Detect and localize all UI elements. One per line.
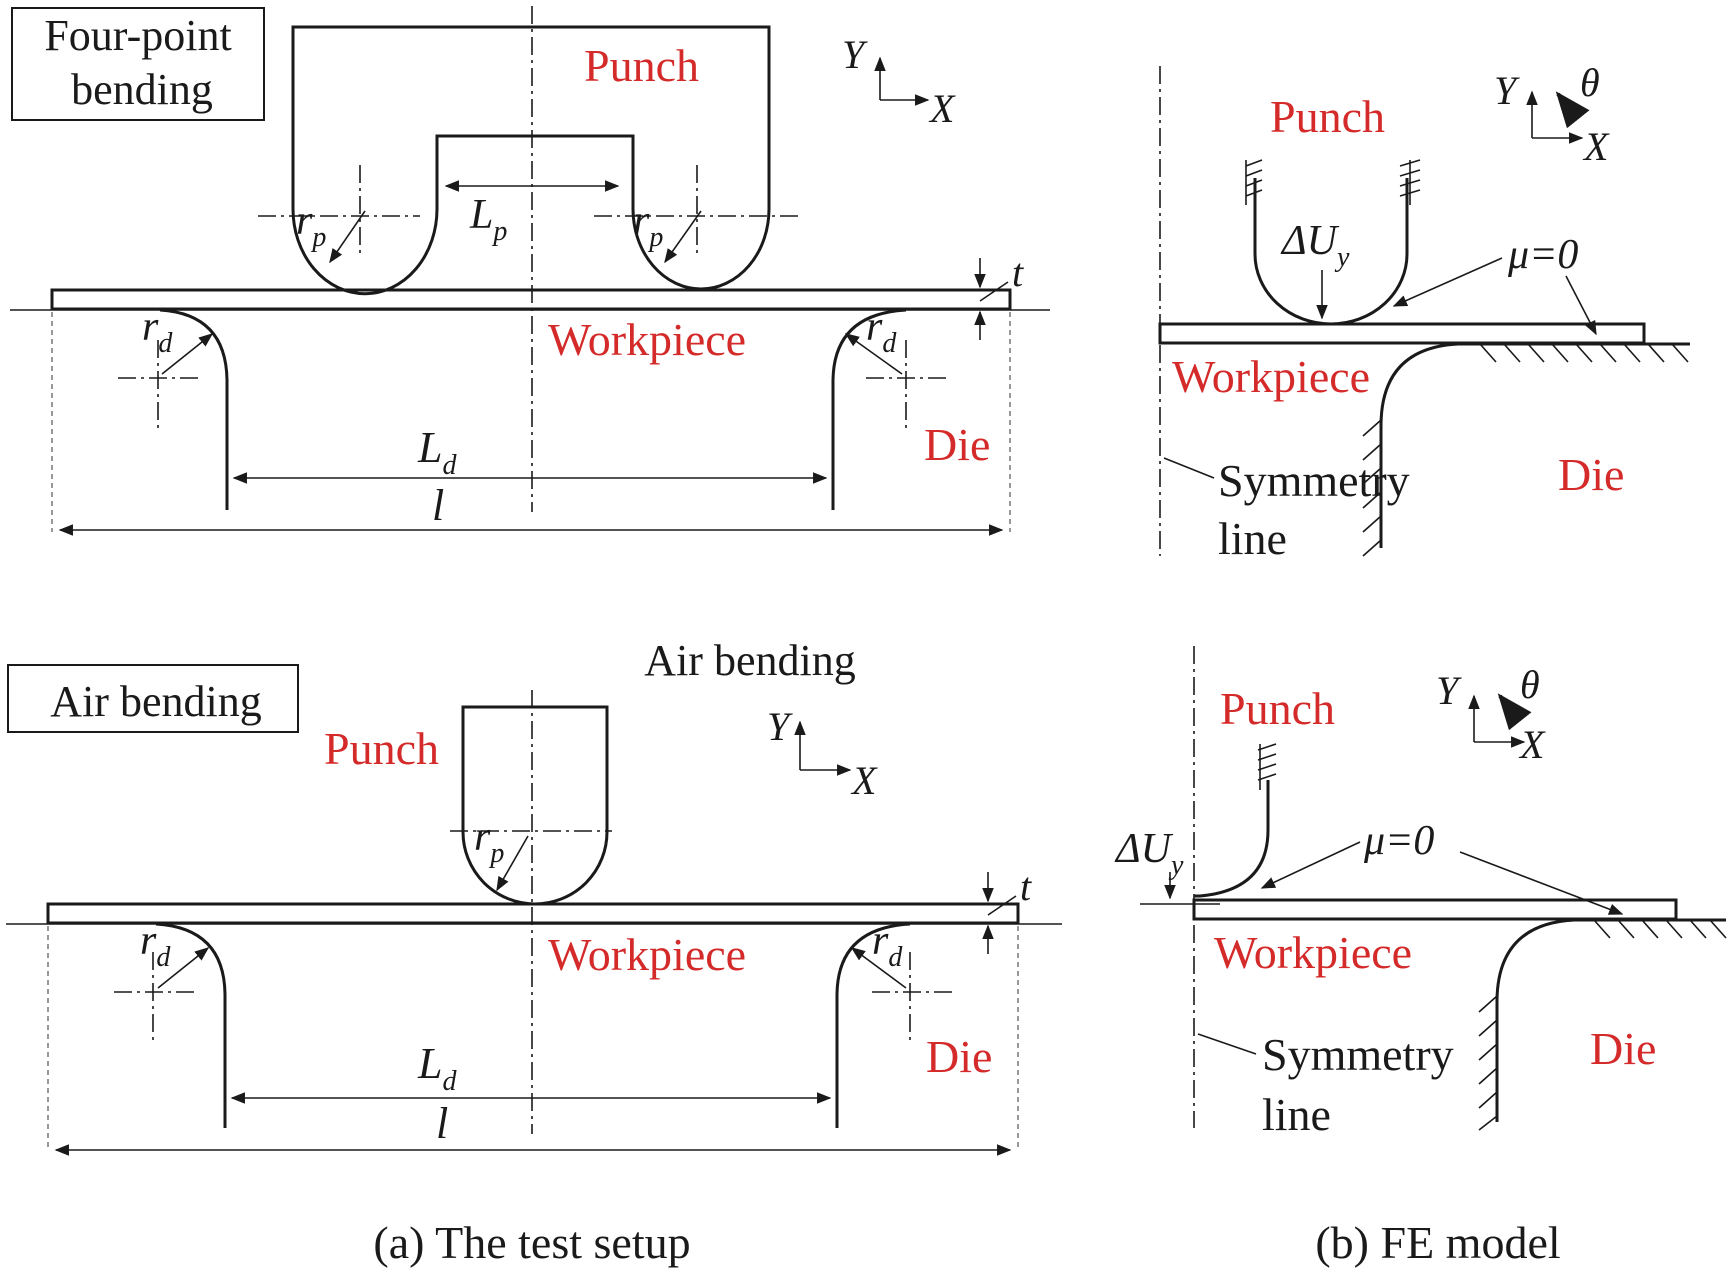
svg-text:X: X: [928, 86, 956, 131]
air-rd-arrow-left: [157, 947, 210, 989]
lp-label: Lp: [469, 192, 507, 247]
fe-symmetry-label-top-2: line: [1218, 513, 1287, 564]
fe-mu-arrow-punch-top: [1392, 257, 1503, 307]
fe-model-air: Punch Y θ X ΔUy Workpiece μ=0: [1114, 646, 1727, 1268]
air-workpiece: [46, 902, 1020, 925]
l-label: l: [432, 481, 444, 530]
fe-mu-arrow-die-top: [1565, 275, 1597, 336]
fe-symmetry-label-bottom-1: Symmetry: [1262, 1029, 1454, 1080]
fe-die-hatch-top: [1362, 343, 1689, 557]
air-bending-heading: Air bending: [644, 636, 855, 685]
air-t-label: t: [1020, 864, 1032, 909]
svg-text:Y: Y: [767, 704, 793, 749]
fe-mu-arrow-die-bottom: [1459, 851, 1624, 915]
fe-workpiece-top: [1158, 322, 1646, 345]
fe-symmetry-leader-bottom: [1197, 1033, 1257, 1055]
air-ld-label: Ld: [417, 1039, 457, 1097]
fe-du-label-bottom: ΔUy: [1114, 826, 1184, 881]
rp-arrow-right: [664, 210, 702, 264]
fe-axes-bottom: Y θ X: [1436, 662, 1546, 767]
four-point-workpiece: [50, 288, 1012, 311]
fe-punch-hatch-top: [1245, 159, 1421, 205]
rd-label-left: rd: [142, 304, 173, 359]
four-point-label-line2: bending: [71, 65, 213, 114]
fe-punch-bottom: [1194, 780, 1270, 898]
air-die-left: [155, 922, 227, 1128]
fe-workpiece-label-bottom: Workpiece: [1214, 927, 1412, 978]
fe-punch-label-top: Punch: [1270, 91, 1385, 142]
fe-punch-hatch-bottom: [1257, 743, 1277, 790]
rd-label-right: rd: [866, 304, 897, 359]
svg-text:θ: θ: [1520, 662, 1540, 707]
caption-b: (b) FE model: [1315, 1217, 1560, 1268]
air-l-label: l: [436, 1099, 448, 1148]
air-punch-label: Punch: [324, 723, 439, 774]
four-point-label-box: [11, 7, 265, 121]
air-bending-setup: Air bending Air bending rp Punch Y X Wor…: [6, 636, 1062, 1268]
fe-model-four-point: Punch ΔUy Y θ X Workpiece μ=0: [1158, 60, 1690, 564]
rp-arrow-left: [329, 210, 366, 264]
ld-label: Ld: [417, 423, 457, 481]
four-point-setup: Four-point bending rp rp Lp Punch Y X Wo…: [10, 6, 1050, 536]
air-label-box-text: Air bending: [50, 677, 261, 726]
air-punch: [461, 705, 609, 906]
air-workpiece-label: Workpiece: [548, 929, 746, 980]
air-rp-label: rp: [474, 814, 504, 869]
fe-symmetry-leader-top: [1163, 457, 1215, 479]
air-rd-label-right: rd: [872, 918, 903, 973]
air-rp-arrow: [496, 835, 529, 892]
fe-du-label-top: ΔUy: [1280, 218, 1350, 273]
fe-workpiece-bottom: [1192, 898, 1678, 921]
fe-punch-label-bottom: Punch: [1220, 683, 1335, 734]
four-point-die-right: [831, 308, 907, 510]
fe-die-hatch-bottom: [1478, 919, 1727, 1131]
t-leader: [979, 281, 1009, 302]
svg-text:X: X: [850, 758, 878, 803]
air-rd-arrow-right: [850, 947, 907, 989]
rp-label-right: rp: [633, 198, 663, 253]
svg-text:Y: Y: [842, 32, 868, 77]
caption-a: (a) The test setup: [373, 1217, 690, 1268]
svg-text:X: X: [1518, 722, 1546, 767]
axes-indicator-air: Y X: [767, 704, 878, 803]
fe-die-bottom: [1495, 918, 1726, 1122]
rp-label-left: rp: [296, 198, 326, 253]
four-point-die-left: [159, 308, 229, 510]
fe-mu-arrow-punch-bottom: [1260, 841, 1361, 889]
svg-text:θ: θ: [1580, 60, 1600, 105]
rd-arrow-left: [161, 333, 214, 375]
air-die-label: Die: [926, 1031, 992, 1082]
air-rd-label-left: rd: [140, 918, 171, 973]
fe-die-label-top: Die: [1558, 449, 1624, 500]
fe-die-top: [1379, 342, 1690, 548]
axes-indicator-four-point: Y X: [842, 32, 956, 131]
rd-arrow-right: [844, 333, 903, 375]
air-die-right: [835, 922, 911, 1128]
t-label: t: [1012, 250, 1024, 295]
svg-text:Y: Y: [1436, 668, 1462, 713]
svg-text:Y: Y: [1494, 68, 1520, 113]
fe-axes-top: Y θ X: [1494, 60, 1610, 169]
workpiece-label: Workpiece: [548, 314, 746, 365]
four-point-punch: [291, 25, 771, 296]
four-point-label-line1: Four-point: [44, 11, 231, 60]
air-label-box: [7, 664, 299, 733]
fe-symmetry-label-top-1: Symmetry: [1218, 455, 1410, 506]
fe-symmetry-label-bottom-2: line: [1262, 1089, 1331, 1140]
fe-die-label-bottom: Die: [1590, 1023, 1656, 1074]
punch-label: Punch: [584, 40, 699, 91]
fe-workpiece-label-top: Workpiece: [1172, 351, 1370, 402]
fe-mu-label-top: μ=0: [1507, 232, 1578, 278]
air-t-leader: [987, 895, 1017, 916]
svg-text:X: X: [1582, 124, 1610, 169]
fe-mu-label-bottom: μ=0: [1363, 818, 1434, 864]
die-label: Die: [924, 419, 990, 470]
